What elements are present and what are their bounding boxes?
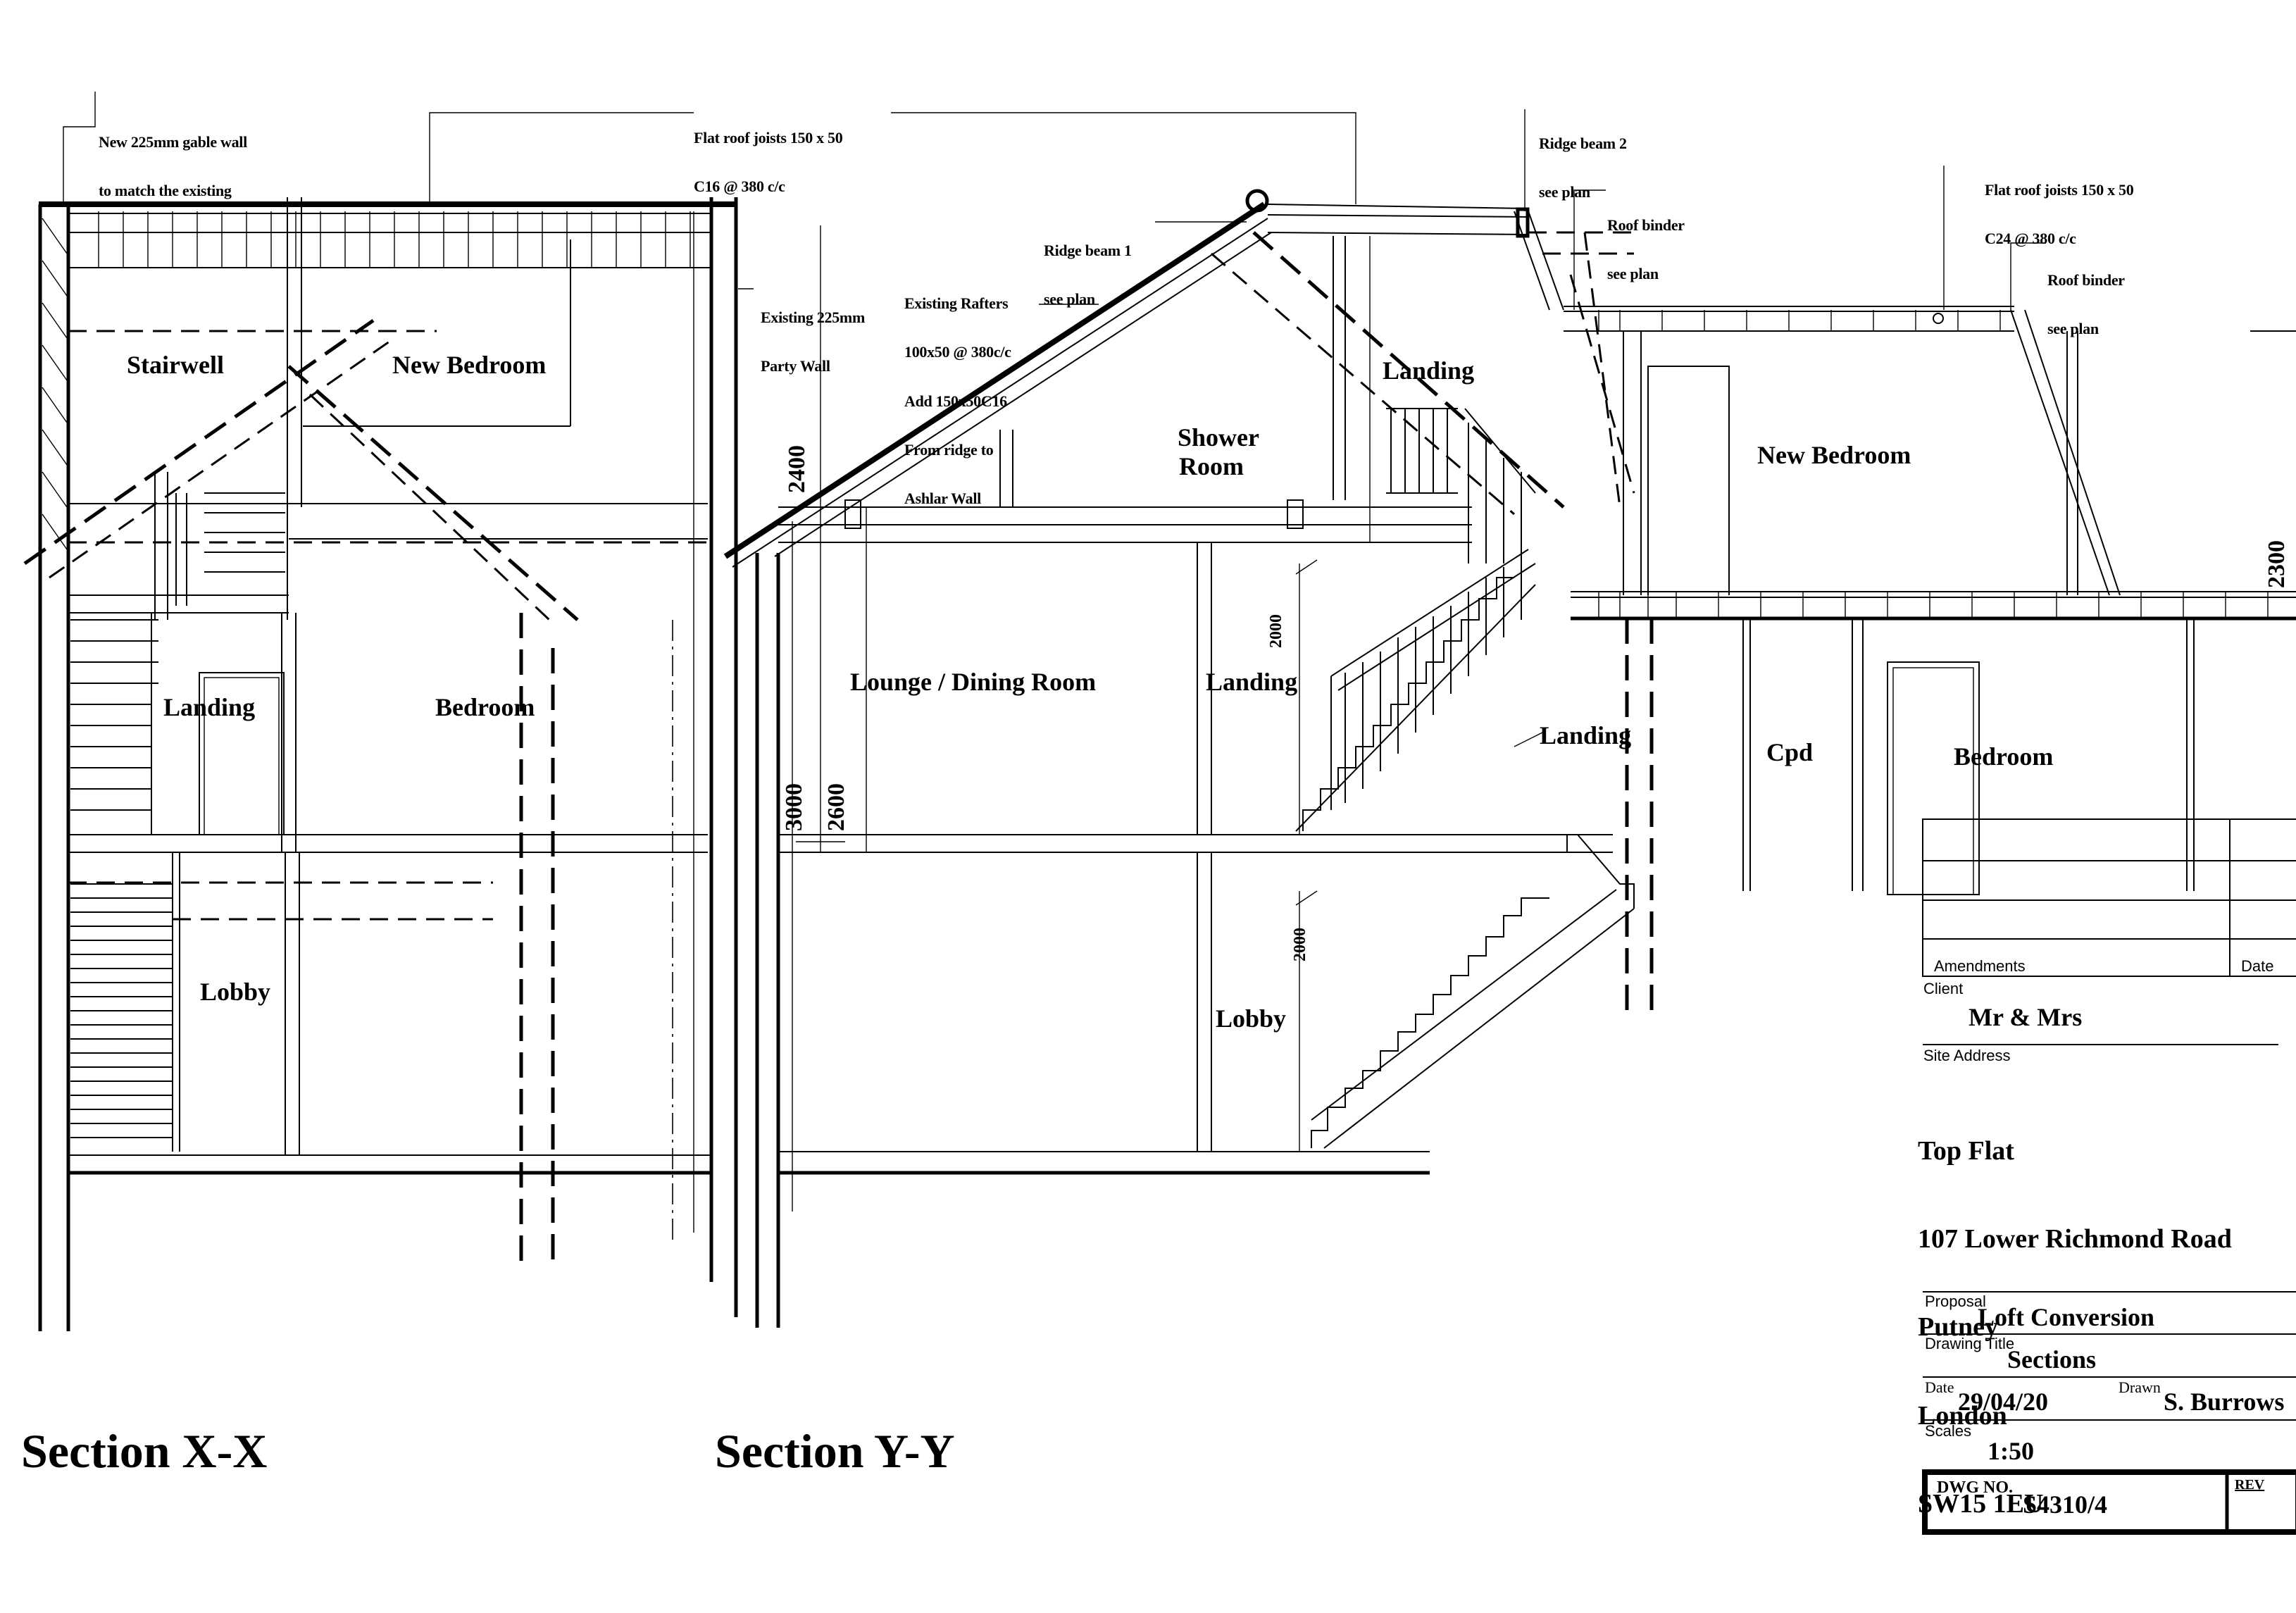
rev-label: REV (2235, 1477, 2265, 1493)
room-label-stairwell: Stairwell (127, 351, 224, 379)
room-label-cupboard: Cpd (1766, 738, 1814, 766)
scales-value: 1:50 (1988, 1437, 2034, 1465)
dimension-2000-lower: 2000 (1291, 928, 1309, 961)
date-header: Date (2241, 957, 2274, 975)
dimension-2600: 2600 (823, 783, 849, 831)
site-address: Top Flat 107 Lower Richmond Road Putney … (1918, 1135, 2232, 1519)
room-label-landing-loft: Landing (1383, 356, 1475, 385)
section-y-y-linework (723, 109, 2296, 1328)
annotation-gable-wall: New 225mm gable wall to match the existi… (99, 133, 247, 200)
room-label-landing: Landing (163, 693, 256, 721)
room-label-new-bedroom: New Bedroom (392, 351, 547, 379)
annotation-roof-binder-1: Roof binder see plan (1607, 216, 1685, 283)
annotation-ridge-beam-1: Ridge beam 1 see plan (1044, 242, 1132, 309)
annotation-existing-rafters: Existing Rafters 100x50 @ 380c/c Add 150… (904, 294, 1011, 508)
annotation-roof-binder-2: Roof binder see plan (2047, 271, 2125, 338)
room-label-new-bedroom-right: New Bedroom (1757, 441, 1911, 469)
proposal-value: Loft Conversion (1978, 1303, 2154, 1331)
site-address-label: Site Address (1923, 1047, 2011, 1064)
room-label-lounge-dining: Lounge / Dining Room (850, 668, 1097, 696)
room-label-bedroom: Bedroom (435, 693, 535, 721)
annotation-flat-roof-joists-c16: Flat roof joists 150 x 50 C16 @ 380 c/c (694, 129, 843, 196)
title-block-frame (1922, 818, 2296, 1535)
section-x-x-linework (23, 92, 754, 1331)
section-title-x-x: Section X-X (21, 1424, 268, 1478)
dimension-2300: 2300 (2264, 540, 2290, 588)
dimension-2400: 2400 (784, 445, 810, 493)
room-label-lobby: Lobby (200, 978, 271, 1006)
room-label-lobby-y: Lobby (1216, 1004, 1287, 1033)
annotation-party-wall: Existing 225mm Party Wall (761, 309, 865, 375)
proposal-label: Proposal (1925, 1293, 1986, 1310)
drawn-value: S. Burrows (2164, 1388, 2285, 1416)
annotation-flat-roof-joists-c24: Flat roof joists 150 x 50 C24 @ 380 c/c (1985, 181, 2134, 248)
annotation-ridge-beam-2: Ridge beam 2 see plan (1539, 135, 1627, 201)
room-label-landing-first: Landing (1206, 668, 1298, 696)
room-label-landing-half: Landing (1540, 721, 1632, 749)
amendments-header: Amendments (1934, 957, 2026, 975)
date-value: 29/04/20 (1958, 1388, 2049, 1416)
date-label: Date (1925, 1378, 1954, 1396)
dimension-3000: 3000 (781, 783, 807, 831)
drawing-title-label: Drawing Title (1925, 1335, 2015, 1352)
dwg-no-value: S4310/4 (2023, 1490, 2108, 1519)
room-label-bedroom-right: Bedroom (1954, 742, 2054, 771)
section-title-y-y: Section Y-Y (715, 1424, 955, 1478)
scales-label: Scales (1925, 1422, 1972, 1440)
drawn-label: Drawn (2119, 1378, 2161, 1396)
drawing-title-value: Sections (2007, 1345, 2096, 1374)
dimension-2000-upper: 2000 (1267, 614, 1285, 648)
dwg-no-label: DWG NO. (1937, 1478, 2013, 1497)
client-value: Mr & Mrs (1969, 1003, 2083, 1031)
client-label: Client (1923, 980, 1964, 997)
